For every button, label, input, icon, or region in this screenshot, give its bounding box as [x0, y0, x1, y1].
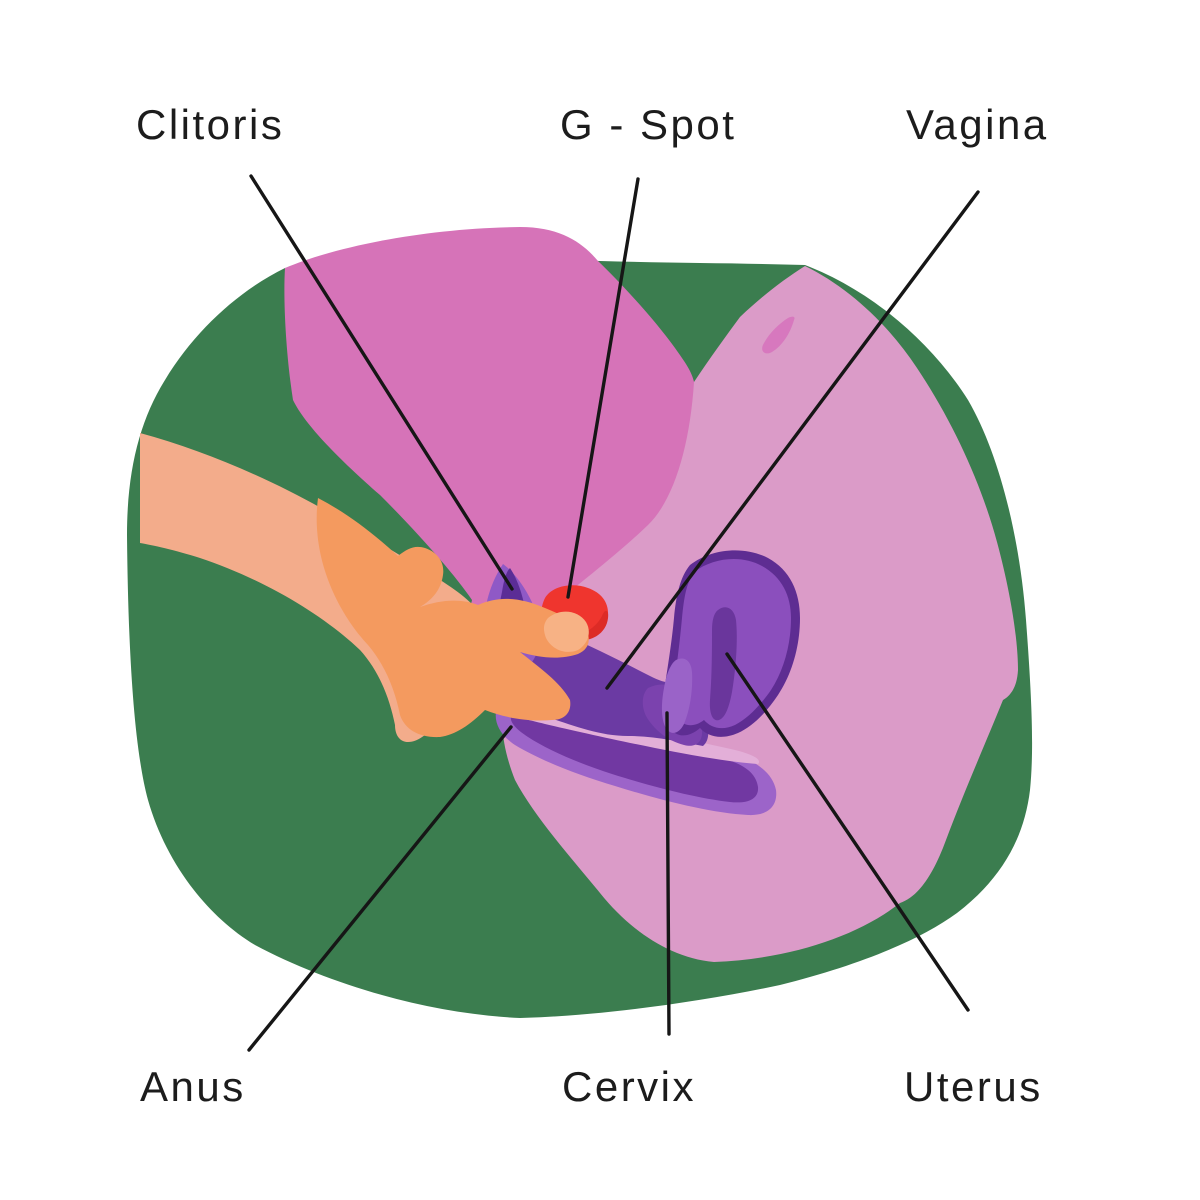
hand-shape — [316, 498, 589, 738]
fingertip-highlight — [543, 611, 589, 652]
pointer-line-uterus — [725, 652, 970, 1012]
uterus-lobe-shape — [661, 658, 693, 733]
label-g-spot: G - Spot — [560, 101, 737, 148]
uterus-cavity-shape — [709, 607, 737, 721]
pointer-lines — [247, 174, 980, 1052]
thigh-shape — [284, 227, 696, 645]
skin-crease — [762, 316, 795, 354]
pointer-line-vagina — [605, 190, 980, 690]
label-anus: Anus — [140, 1063, 246, 1110]
label-cervix: Cervix — [562, 1063, 697, 1110]
pointer-line-anus — [247, 725, 513, 1052]
label-uterus: Uterus — [904, 1063, 1043, 1110]
pointer-line-cervix — [665, 711, 671, 1036]
label-vagina: Vagina — [906, 101, 1049, 148]
pointer-line-clitoris — [249, 174, 514, 591]
rectum-inner-shape — [510, 710, 759, 803]
pointer-line-g-spot — [566, 177, 640, 599]
g-spot-marker-shade — [570, 610, 609, 641]
label-clitoris: Clitoris — [136, 101, 285, 148]
